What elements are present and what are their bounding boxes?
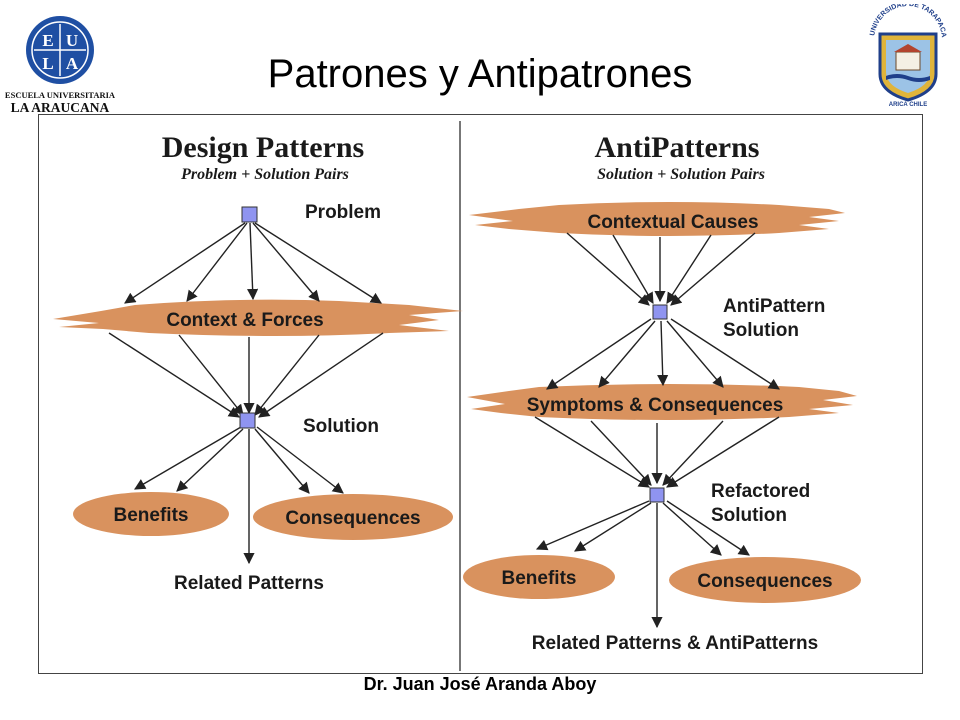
logo-letter-a: A <box>66 54 79 73</box>
logo-line1: ESCUELA UNIVERSITARIA <box>5 90 116 100</box>
universidad-tarapaca-logo: UNIVERSIDAD DE TARAPACA ARICA CHILE <box>866 1 950 108</box>
escuela-araucana-logo: E U L A ESCUELA UNIVERSITARIA LA ARAUCAN… <box>4 6 120 116</box>
antipatterns-subheading: Solution + Solution Pairs <box>597 166 765 183</box>
solution-node <box>239 412 256 429</box>
slide-footer: Dr. Juan José Aranda Aboy <box>363 674 597 694</box>
antipattern-label-1: AntiPattern <box>723 296 825 317</box>
logo-letter-u: U <box>66 31 78 50</box>
ap-benefits-label: Benefits <box>502 568 577 589</box>
problem-node <box>241 206 258 223</box>
ap-benefits-ellipse <box>463 555 615 599</box>
problem-arrows <box>124 222 382 304</box>
contextual-causes-label: Contextual Causes <box>587 212 758 233</box>
logo-line2: LA ARAUCANA <box>11 100 110 115</box>
contextual-causes-brush <box>469 202 845 236</box>
context-forces-label: Context & Forces <box>166 310 323 331</box>
consequences-label: Consequences <box>285 508 420 529</box>
antipattern-solution-node <box>652 304 668 320</box>
slide-title: Patrones y Antipatrones <box>267 52 693 96</box>
logo-bottom-text: ARICA CHILE <box>889 102 927 108</box>
benefits-ellipse <box>73 492 229 536</box>
related-patterns-label: Related Patterns <box>174 573 324 594</box>
causes-arrows <box>566 232 756 306</box>
refactored-solution-node <box>649 487 665 503</box>
logo-letter-e: E <box>42 31 53 50</box>
antipattern-arrows <box>546 318 780 390</box>
solution-arrows <box>134 426 344 565</box>
refactored-label-1: Refactored <box>711 481 810 502</box>
solution-label: Solution <box>303 416 379 437</box>
design-patterns-subheading: Problem + Solution Pairs <box>180 166 349 183</box>
antipattern-label-2: Solution <box>723 320 799 341</box>
symptoms-label: Symptoms & Consequences <box>527 395 784 416</box>
consequences-ellipse <box>253 494 453 540</box>
patterns-diagram: Design Patterns Problem + Solution Pairs… <box>38 114 923 674</box>
symptoms-brush <box>467 384 857 420</box>
benefits-label: Benefits <box>114 505 189 526</box>
context-to-solution-arrows <box>108 332 384 418</box>
design-patterns-heading: Design Patterns <box>162 131 364 164</box>
logo-letter-l: L <box>42 54 53 73</box>
ap-consequences-ellipse <box>669 557 861 603</box>
antipatterns-heading: AntiPatterns <box>595 131 760 164</box>
ap-consequences-label: Consequences <box>697 571 832 592</box>
diagram-svg: Design Patterns Problem + Solution Pairs… <box>53 121 861 671</box>
ap-related-label: Related Patterns & AntiPatterns <box>532 633 818 654</box>
refactored-arrows <box>535 500 750 629</box>
symptoms-arrows <box>534 416 780 488</box>
problem-label: Problem <box>305 202 381 223</box>
refactored-label-2: Solution <box>711 505 787 526</box>
context-forces-brush <box>53 299 463 336</box>
